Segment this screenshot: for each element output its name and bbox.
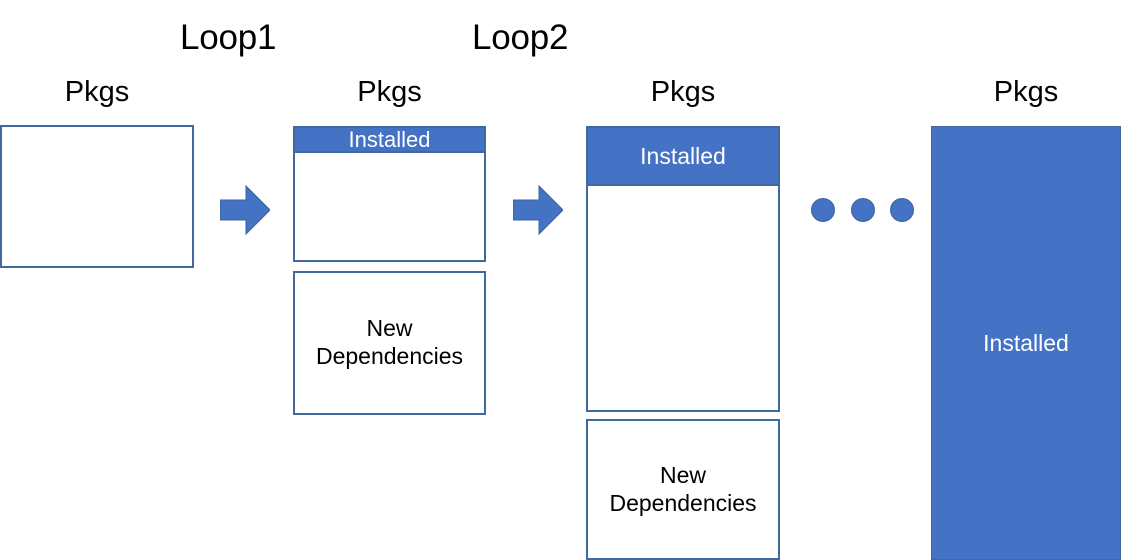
stage-4-installed-box: Installed <box>931 126 1121 560</box>
loop-label-loop1: Loop1 <box>180 18 277 57</box>
stage-3-deps-line2: Dependencies <box>609 489 757 516</box>
ellipsis-dot-3 <box>890 198 914 222</box>
stage-2-new-dependencies-box: New Dependencies <box>293 271 486 415</box>
right-arrow-icon-1 <box>219 184 271 236</box>
loop-label-loop2: Loop2 <box>472 18 569 57</box>
stage-2-installed-label: Installed <box>348 126 431 152</box>
column-label-pkgs-2: Pkgs <box>357 76 422 108</box>
stage-2-deps-line2: Dependencies <box>315 343 464 369</box>
stage-2-installed-band: Installed <box>293 126 486 153</box>
right-arrow-icon-2 <box>512 184 564 236</box>
stage-4-installed-label: Installed <box>983 329 1069 356</box>
stage-2-deps-line1: New <box>366 315 413 342</box>
stage-3-installed-band: Installed <box>586 126 780 186</box>
ellipsis-dot-2 <box>851 198 875 222</box>
column-label-pkgs-4: Pkgs <box>993 76 1059 108</box>
stage-3-deps-line1: New <box>659 461 706 488</box>
column-label-pkgs-3: Pkgs <box>650 76 716 108</box>
stage-3-new-dependencies-box: New Dependencies <box>586 419 780 560</box>
column-label-pkgs-1: Pkgs <box>64 76 130 108</box>
ellipsis-dot-1 <box>811 198 835 222</box>
stage-3-installed-label: Installed <box>640 142 726 169</box>
stage-1-pkgs-box <box>0 125 194 268</box>
